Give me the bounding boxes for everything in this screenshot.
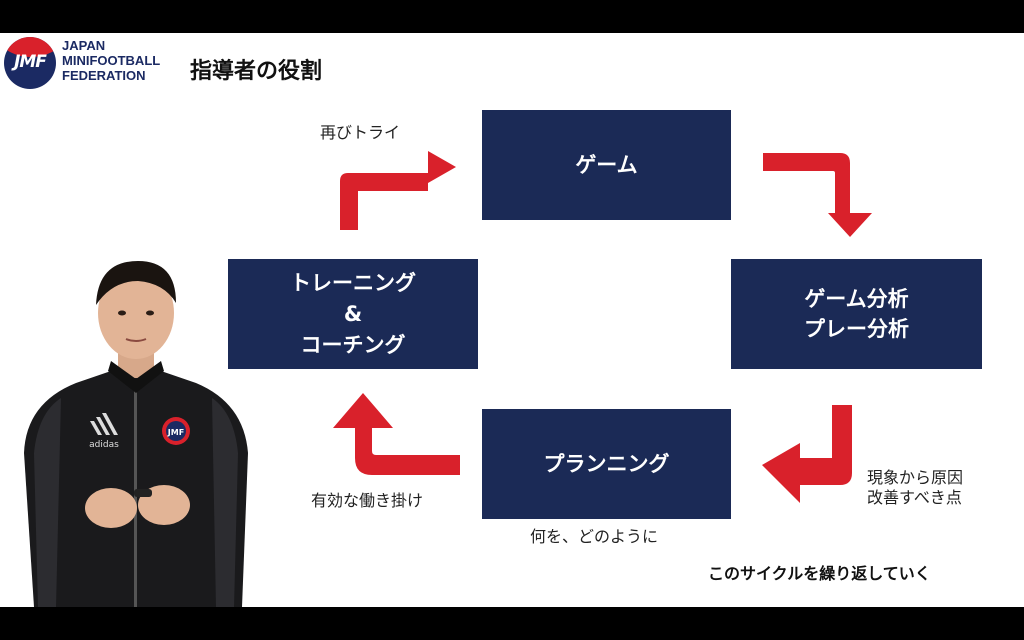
caption-cause-line: 現象から原因 xyxy=(867,468,964,487)
arrow-analysis-icon xyxy=(763,153,872,237)
arrow-training-icon xyxy=(333,393,460,475)
arrow-retry-icon xyxy=(340,151,456,230)
box-analysis-line: プレー分析 xyxy=(804,317,909,341)
caption-cause: 現象から原因 改善すべき点 xyxy=(867,468,963,508)
logo-text: JMF xyxy=(14,52,47,72)
org-name-line: MINIFOOTBALL xyxy=(62,53,161,68)
box-game: ゲーム xyxy=(482,110,731,220)
logo-red-arc xyxy=(4,37,56,57)
page-title: 指導者の役割 xyxy=(190,59,323,84)
box-training-line: コーチング xyxy=(300,332,406,357)
caption-effective-approach: 有効な働き掛け xyxy=(311,491,424,510)
box-planning: プランニング xyxy=(482,409,731,519)
presenter-image: JMF adidas xyxy=(24,261,248,607)
box-training-line: & xyxy=(343,301,363,326)
org-name: JAPAN MINIFOOTBALL FEDERATION xyxy=(62,38,182,83)
jersey-brand-text: adidas xyxy=(89,440,119,450)
box-planning-label: プランニング xyxy=(543,452,670,476)
caption-retry: 再びトライ xyxy=(320,123,401,142)
caption-cause-line: 改善すべき点 xyxy=(867,488,962,507)
jersey-badge-text: JMF xyxy=(167,428,184,437)
arrow-planning-icon xyxy=(762,405,852,503)
tagline: このサイクルを繰り返していく xyxy=(708,564,931,583)
org-name-line: JAPAN xyxy=(62,38,106,53)
box-analysis-line: ゲーム分析 xyxy=(804,287,909,311)
adidas-logo-icon xyxy=(90,413,118,435)
cycle-arrows xyxy=(333,151,872,503)
slide: JMF JAPAN MINIFOOTBALL FEDERATION 指導者の役割… xyxy=(0,33,1024,607)
box-game-label: ゲーム xyxy=(575,153,638,177)
box-training: トレーニング & コーチング xyxy=(228,259,478,369)
box-analysis: ゲーム分析 プレー分析 xyxy=(731,259,982,369)
jmf-logo: JMF xyxy=(4,37,56,89)
org-name-line: FEDERATION xyxy=(62,68,146,83)
caption-how: 何を、どのように xyxy=(530,527,659,546)
box-training-line: トレーニング xyxy=(290,270,416,295)
